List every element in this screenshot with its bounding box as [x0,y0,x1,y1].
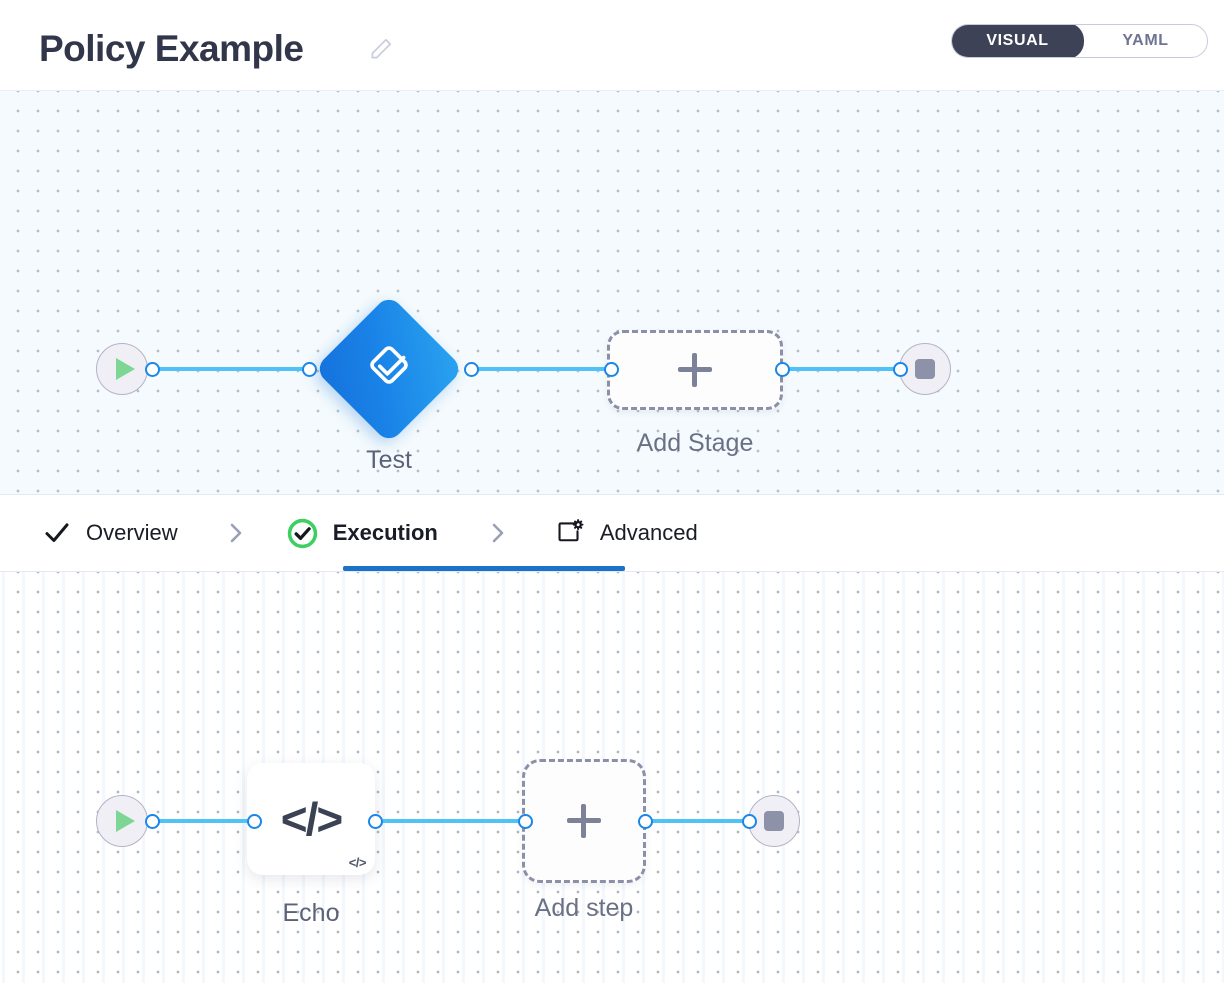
port-addstep-out[interactable] [638,814,653,829]
stage-diamond[interactable] [314,294,464,444]
port-step-start-out[interactable] [145,814,160,829]
add-step-button[interactable] [522,759,646,883]
plus-icon [678,353,712,387]
port-test-in[interactable] [302,362,317,377]
end-circle[interactable] [748,795,800,847]
echo-card[interactable]: </> </> [247,763,375,875]
toggle-visual[interactable]: VISUAL [952,25,1084,57]
tab-overview-label: Overview [86,520,178,545]
edge-echo-to-addstep [381,819,528,823]
edge-start-to-echo [157,819,254,823]
port-addstage-in[interactable] [604,362,619,377]
window-gear-icon [554,517,586,549]
add-stage-node[interactable] [607,330,783,410]
code-badge-icon: </> [348,855,367,870]
start-circle[interactable] [96,795,148,847]
step-end-node[interactable] [748,795,800,847]
checkmark-icon [42,518,72,548]
start-circle[interactable] [96,343,148,395]
edge-start-to-test [157,367,309,371]
port-echo-out[interactable] [368,814,383,829]
code-icon: </> [280,793,343,845]
toggle-yaml[interactable]: YAML [1122,32,1169,49]
port-addstage-out[interactable] [775,362,790,377]
tab-advanced-label: Advanced [599,520,698,545]
edge-addstep-to-end [648,819,753,823]
section-tabbar[interactable]: Overview Execution Advanced [0,495,1224,571]
pencil-icon[interactable] [368,36,394,62]
page-header: Policy Example VISUAL YAML [0,0,1224,91]
tab-execution[interactable]: Execution [286,495,438,571]
step-start-node[interactable] [96,795,148,847]
play-icon [115,810,135,832]
check-circle-green-icon [286,517,319,550]
port-start-out[interactable] [145,362,160,377]
play-icon [115,358,135,380]
edge-addstage-to-end [783,367,900,371]
port-test-out[interactable] [464,362,479,377]
chevron-right-icon [224,519,248,547]
stage-label-test: Test [366,446,412,474]
port-addstep-in[interactable] [518,814,533,829]
chevron-right-icon-2 [486,519,510,547]
stop-icon [764,811,784,831]
port-end-in[interactable] [893,362,908,377]
add-stage-button[interactable] [607,330,783,410]
tab-execution-label: Execution [332,520,438,545]
tab-advanced[interactable]: Advanced [554,495,698,571]
add-step-label: Add step [534,894,634,922]
stage-start-node[interactable] [96,343,148,395]
view-mode-toggle[interactable]: VISUAL YAML [951,24,1208,58]
stage-node-test[interactable] [314,294,464,444]
step-node-echo[interactable]: </> </> [247,763,375,875]
tab-overview[interactable]: Overview [42,495,178,571]
plus-icon [567,804,601,838]
checklist-diamond-icon [370,346,408,384]
step-canvas[interactable]: </> </> Echo Add step [0,571,1224,983]
port-echo-in[interactable] [247,814,262,829]
page-title: Policy Example [39,28,304,69]
add-stage-label: Add Stage [636,429,754,457]
port-step-end-in[interactable] [742,814,757,829]
active-tab-underline [343,566,625,571]
step-label-echo: Echo [282,899,340,927]
add-step-node[interactable] [522,759,646,883]
edge-test-to-addstage [472,367,612,371]
stop-icon [915,359,935,379]
stage-canvas[interactable]: Add Stage Test [0,91,1224,495]
